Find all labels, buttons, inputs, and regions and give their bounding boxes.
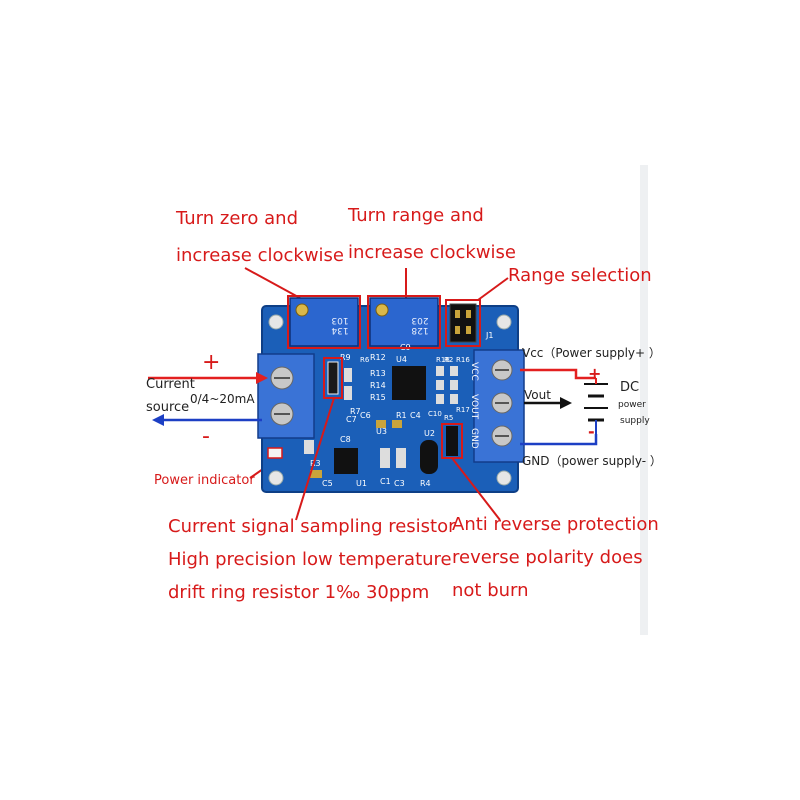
dc-label: DC <box>620 380 640 395</box>
sampling-annotation: Current signal sampling resistor High pr… <box>168 512 456 607</box>
anti-reverse-annotation: Anti reverse protection reverse polarity… <box>452 510 659 605</box>
mount-hole <box>268 314 284 330</box>
zero-annotation-line1: Turn zero and <box>176 208 299 229</box>
diode-pointer-line <box>451 457 501 521</box>
jumper-pin <box>466 310 471 318</box>
input-minus-sign: - <box>202 424 210 449</box>
range-pot-highlight <box>367 295 441 349</box>
zero-pot-highlight <box>287 295 361 349</box>
zero-pointer-line <box>244 267 301 299</box>
background-panel <box>640 165 648 635</box>
svg-text:R6: R6 <box>360 356 370 364</box>
supply-label: supply <box>620 416 650 426</box>
battery-minus-sign: - <box>588 422 595 441</box>
svg-text:R9: R9 <box>340 353 351 362</box>
mount-hole <box>496 314 512 330</box>
svg-text:C6: C6 <box>360 411 371 420</box>
current-label: Current <box>146 377 195 392</box>
anti-reverse-annotation-line3: not burn <box>452 580 529 601</box>
svg-text:C7: C7 <box>346 415 357 424</box>
ic-u1 <box>334 448 358 474</box>
power-indicator-annotation: Power indicator <box>154 473 255 488</box>
range-label: 0/4~20mA <box>190 392 255 406</box>
ic-u4 <box>392 366 426 400</box>
svg-text:R14: R14 <box>370 381 386 390</box>
diode <box>446 426 458 456</box>
svg-text:R16: R16 <box>456 356 470 364</box>
svg-text:R15: R15 <box>370 393 386 402</box>
vout-label: Vout <box>524 388 551 402</box>
zero-annotation-line2: increase clockwise <box>176 245 344 266</box>
mount-hole <box>268 470 284 486</box>
range-pot-code: 203 <box>411 315 428 325</box>
svg-text:C1: C1 <box>380 477 391 486</box>
svg-text:R5: R5 <box>444 414 453 422</box>
vcc-label: Vcc（Power supply+ ） <box>522 346 661 360</box>
gnd-label: GND（power supply- ） <box>522 454 662 468</box>
svg-text:R2: R2 <box>444 356 453 364</box>
zero-pot-code: 103 <box>331 315 348 325</box>
anti-reverse-annotation-line2: reverse polarity does <box>452 547 643 568</box>
svg-text:U4: U4 <box>396 355 407 364</box>
pin-label-vcc: VCC <box>469 362 479 381</box>
svg-text:R17: R17 <box>456 406 470 414</box>
svg-text:C3: C3 <box>394 479 405 488</box>
source-label: source <box>146 400 190 415</box>
svg-text:R13: R13 <box>370 369 386 378</box>
svg-text:C4: C4 <box>410 411 421 420</box>
range-annotation: Turn range and increase clockwise <box>348 201 516 267</box>
jumper-pin <box>455 310 460 318</box>
power-led <box>267 447 283 459</box>
sampling-annotation-line1: Current signal sampling resistor <box>168 516 456 537</box>
sampling-resistor <box>327 361 339 395</box>
range-annotation-line2: increase clockwise <box>348 242 516 263</box>
svg-text:R7: R7 <box>350 407 361 416</box>
svg-text:C8: C8 <box>340 435 351 444</box>
ic-u2 <box>420 440 438 474</box>
jumper-label: J1 <box>485 331 493 340</box>
jumper-header <box>449 303 477 343</box>
sampling-pointer-line <box>295 397 335 521</box>
range-pot-screw <box>375 303 389 317</box>
pin-label-vout: VOUT <box>469 394 479 420</box>
svg-text:R3: R3 <box>310 459 321 468</box>
svg-text:R1: R1 <box>396 411 407 420</box>
svg-text:C10: C10 <box>428 410 442 418</box>
gnd-wire <box>520 434 598 446</box>
svg-text:C5: C5 <box>322 479 333 488</box>
jumper-pin <box>466 326 471 334</box>
input-terminal-block <box>257 353 315 439</box>
mount-hole <box>496 470 512 486</box>
sampling-annotation-line3: drift ring resistor 1‰ 30ppm <box>168 582 430 603</box>
svg-text:U2: U2 <box>424 429 435 438</box>
range-potentiometer <box>369 297 439 347</box>
range-selection-annotation: Range selection <box>508 265 652 286</box>
input-plus-sign: + <box>202 350 221 375</box>
anti-reverse-annotation-line1: Anti reverse protection <box>452 514 659 535</box>
svg-text:R4: R4 <box>420 479 431 488</box>
power-label: power <box>618 400 646 410</box>
jumper-pointer-line <box>477 277 509 301</box>
jumper-highlight <box>445 299 481 347</box>
svg-text:R18: R18 <box>436 356 450 364</box>
range-pot-sub: 128 <box>411 325 428 335</box>
svg-text:U1: U1 <box>356 479 367 488</box>
jumper-pin <box>455 326 460 334</box>
pin-label-gnd: GND <box>469 428 479 449</box>
svg-text:R12: R12 <box>370 353 386 362</box>
zero-annotation: Turn zero and increase clockwise <box>176 204 344 270</box>
zero-pot-screw <box>295 303 309 317</box>
zero-pot-sub: 134 <box>331 325 348 335</box>
svg-text:U3: U3 <box>376 427 387 436</box>
battery-plus-sign: + <box>588 364 602 383</box>
sampling-annotation-line2: High precision low temperature <box>168 549 452 570</box>
range-annotation-line1: Turn range and <box>348 205 484 226</box>
vcc-wire <box>520 368 596 380</box>
